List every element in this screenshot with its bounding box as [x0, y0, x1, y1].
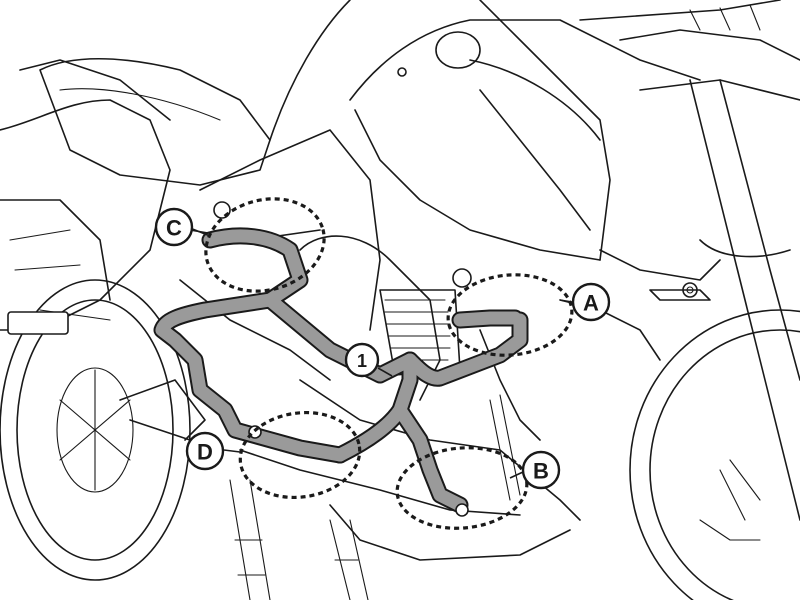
callout-c-label: C	[166, 216, 182, 241]
callout-a-label: A	[583, 291, 599, 316]
callout-b-label: B	[533, 459, 549, 484]
callout-part-1: 1	[344, 342, 393, 378]
rear-section	[0, 59, 206, 581]
zone-a	[446, 273, 574, 357]
crash-bar-part-1	[153, 201, 529, 517]
zone-b	[395, 446, 529, 530]
callout-b: B	[509, 450, 561, 490]
callout-d-label: D	[197, 440, 213, 465]
seat	[39, 58, 271, 186]
tank-and-fairing	[269, 0, 800, 261]
zone-c	[204, 197, 326, 293]
front-section	[559, 79, 800, 600]
zone-d	[238, 410, 362, 500]
frame-and-engine	[179, 129, 581, 600]
callout-c: C	[154, 207, 211, 247]
callout-a: A	[559, 282, 611, 322]
callout-d: D	[185, 431, 241, 471]
callout-part-1-label: 1	[357, 351, 367, 371]
